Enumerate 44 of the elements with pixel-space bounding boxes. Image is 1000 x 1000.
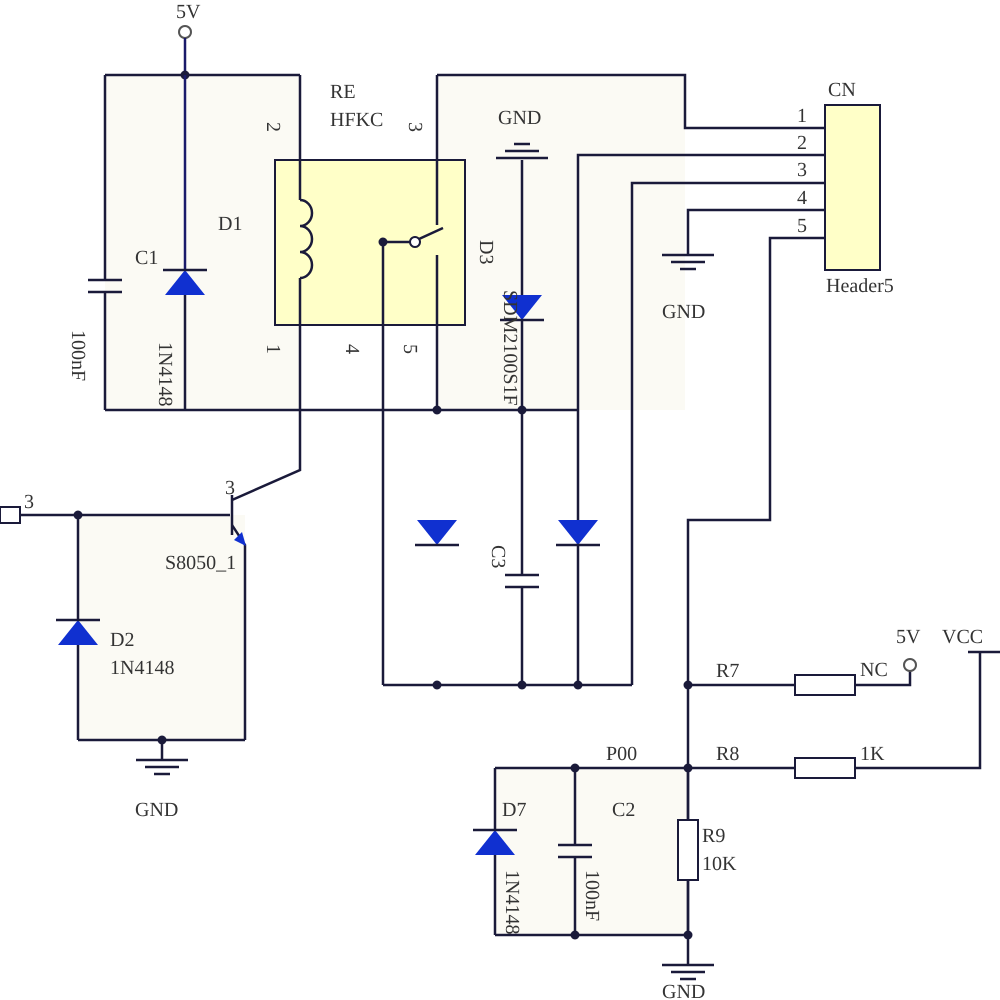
net-label: 5V — [176, 2, 200, 22]
net-label: P00 — [606, 744, 638, 764]
pin-number: 4 — [342, 344, 362, 354]
component-value: 1N4148 — [502, 870, 522, 934]
component-reference: C2 — [612, 800, 636, 820]
net-label: GND — [498, 108, 542, 128]
net-label: GND — [135, 800, 178, 820]
pin-number: 3 — [797, 160, 807, 180]
net-label: GND — [662, 302, 706, 322]
component-reference: D3 — [476, 240, 496, 264]
pin-number: 3 — [24, 492, 34, 512]
net-label: VCC — [942, 627, 984, 647]
component-value: 1K — [860, 744, 884, 764]
component-value: 100nF — [68, 330, 88, 382]
net-label: 5V — [896, 627, 920, 647]
component-value: 1N4148 — [155, 342, 175, 406]
pin-number: 5 — [400, 344, 420, 354]
pin-number: 2 — [797, 133, 807, 153]
component-value: Header5 — [826, 276, 894, 296]
pin-number: 3 — [405, 122, 425, 132]
component-reference: CN — [828, 80, 856, 100]
component-reference: C3 — [488, 545, 508, 568]
component-reference: R9 — [702, 826, 726, 846]
pin-number: 4 — [797, 188, 807, 208]
pin-number: 3 — [225, 478, 235, 498]
component-reference: D1 — [218, 214, 242, 234]
pin-number: 2 — [263, 122, 283, 132]
component-value: 100nF — [582, 870, 602, 922]
net-label: GND — [662, 982, 706, 1000]
component-value: 1N4148 — [110, 658, 174, 678]
component-reference: R8 — [716, 744, 740, 764]
component-reference: R7 — [716, 661, 740, 681]
component-value: S8050_1 — [165, 553, 236, 573]
pin-number: 1 — [263, 344, 283, 354]
component-reference: D2 — [110, 630, 134, 650]
component-reference: C1 — [135, 248, 158, 268]
component-reference: D7 — [502, 800, 526, 820]
component-value: NC — [860, 660, 888, 680]
component-value: HFKC — [330, 110, 384, 130]
component-value: 10K — [702, 854, 736, 874]
pin-number: 1 — [797, 106, 807, 126]
component-reference: RE — [330, 82, 356, 102]
component-value: SDM2100S1F — [500, 290, 520, 406]
pin-number: 5 — [797, 216, 807, 236]
